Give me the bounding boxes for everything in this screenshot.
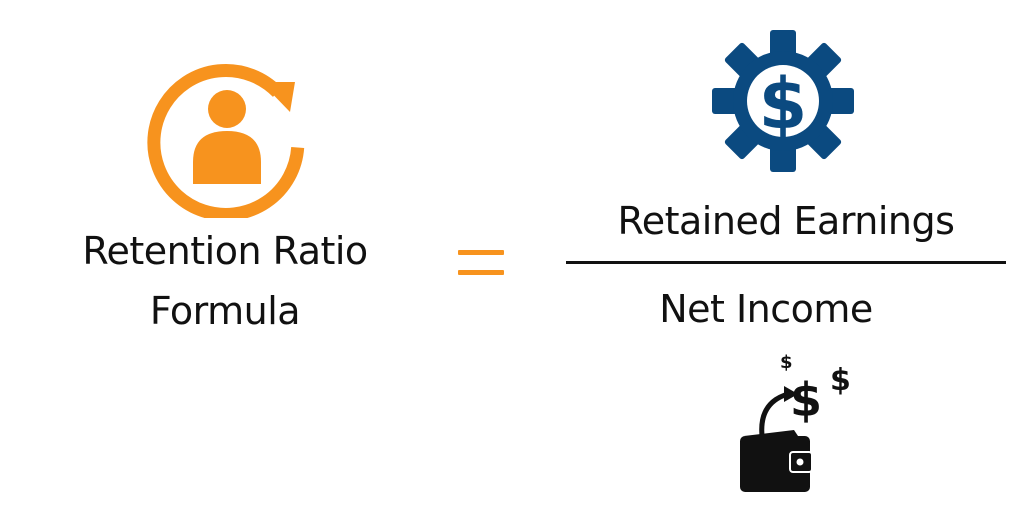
formula-title-line-1: Retention Ratio	[82, 229, 368, 273]
medium-dollar-glyph: $	[830, 363, 851, 398]
large-dollar-glyph: $	[790, 373, 822, 427]
fraction-bar	[566, 261, 1006, 264]
gear-dollar-icon: $	[712, 30, 854, 172]
gear-dollar-glyph: $	[759, 63, 808, 145]
equals-sign	[458, 250, 504, 278]
equals-bar-bottom	[458, 270, 504, 275]
small-dollar-glyph: $	[780, 352, 793, 373]
formula-title-line-2: Formula	[149, 289, 301, 333]
person-refresh-icon	[147, 64, 305, 218]
equals-bar-top	[458, 250, 504, 255]
wallet-dollar-icon: $ $ $	[740, 352, 851, 492]
formula-numerator: Retained Earnings	[617, 199, 955, 243]
formula-denominator: Net Income	[659, 287, 873, 331]
